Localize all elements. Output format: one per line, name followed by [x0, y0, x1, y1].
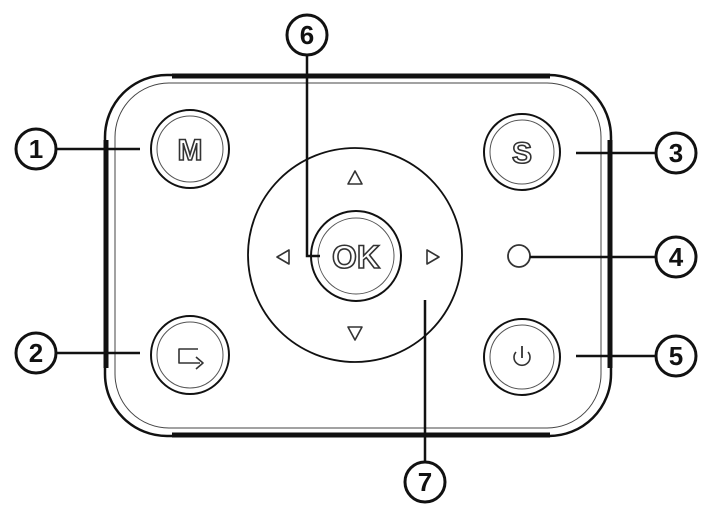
callout-3: 3 — [654, 131, 698, 175]
callout-5: 5 — [654, 334, 698, 378]
callout-7: 7 — [403, 460, 447, 504]
power-icon — [513, 346, 531, 367]
ok-button-label: OK — [332, 239, 380, 275]
arrow-down-icon[interactable] — [347, 326, 363, 341]
callout-3-label: 3 — [669, 138, 683, 168]
arrow-right-icon[interactable] — [426, 249, 440, 265]
menu-button[interactable]: M — [150, 109, 230, 189]
arrow-left-icon[interactable] — [276, 249, 290, 265]
callout-1-label: 1 — [29, 134, 43, 164]
ok-button[interactable]: OK — [310, 210, 402, 302]
callout-2-label: 2 — [29, 338, 43, 368]
device-body — [103, 73, 613, 438]
set-button[interactable]: S — [483, 113, 561, 191]
callout-5-label: 5 — [669, 341, 683, 371]
callout-1: 1 — [14, 127, 58, 171]
status-led-icon — [507, 244, 531, 268]
callout-2: 2 — [14, 331, 58, 375]
arrow-up-icon[interactable] — [347, 170, 363, 185]
callout-6-label: 6 — [300, 20, 314, 50]
back-button[interactable] — [150, 315, 230, 395]
return-arrow-icon — [178, 348, 204, 370]
callout-4-label: 4 — [669, 242, 684, 272]
callout-7-label: 7 — [418, 467, 432, 497]
power-button[interactable] — [483, 318, 561, 396]
callout-4: 4 — [654, 235, 698, 279]
menu-button-label: M — [178, 134, 203, 167]
callout-6: 6 — [285, 13, 329, 57]
set-button-label: S — [512, 137, 532, 170]
callout-leader-lines — [55, 55, 656, 462]
